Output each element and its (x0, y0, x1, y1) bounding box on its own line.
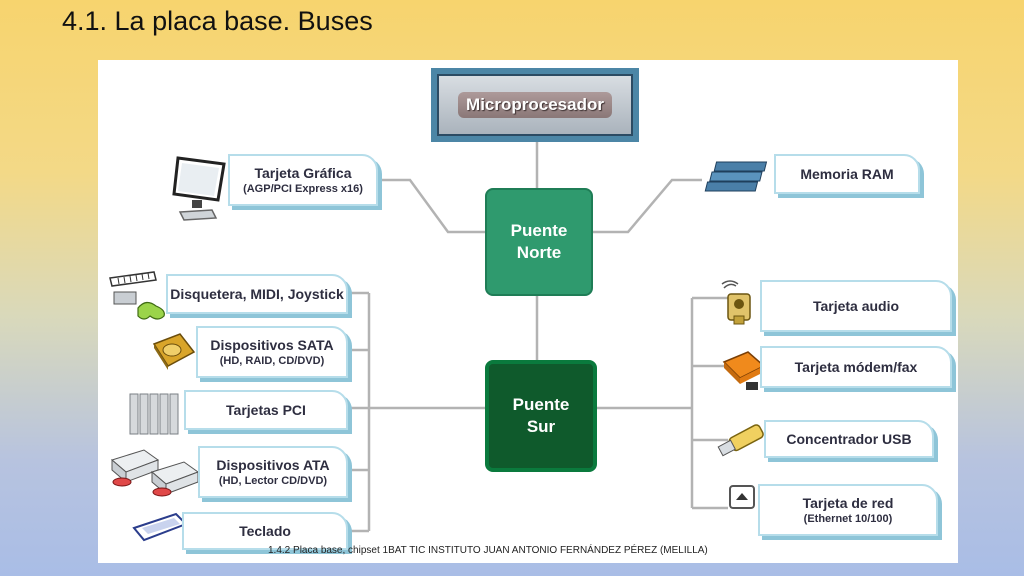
slide-footer: 1.4.2 Placa base, chipset 1BAT TIC INSTI… (268, 545, 708, 556)
south-bridge-line2: Sur (526, 417, 556, 436)
graphics-card-box: Tarjeta Gráfica (AGP/PCI Express x16) (228, 154, 378, 206)
usb-drive-icon (717, 424, 764, 457)
right-device-box-1: Tarjeta audio (760, 280, 952, 332)
graphics-card-title: Tarjeta Gráfica (254, 164, 352, 181)
slide-title: 4.1. La placa base. Buses (62, 6, 373, 36)
ram-module-icon (704, 161, 768, 192)
left-device-5-title: Teclado (239, 522, 291, 539)
right-device-box-2: Tarjeta módem/fax (760, 346, 952, 388)
ram-title: Memoria RAM (800, 165, 894, 182)
graphics-bus-line (380, 178, 485, 234)
left-device-box-1: Disquetera, MIDI, Joystick (166, 274, 348, 314)
right-device-2-title: Tarjeta módem/fax (794, 358, 918, 375)
right-device-1-title: Tarjeta audio (812, 297, 900, 314)
left-device-2-title: Dispositivos SATA (210, 336, 334, 353)
right-device-4-title: Tarjeta de red (802, 494, 894, 511)
memory-bus-line (589, 178, 702, 234)
monitor-icon (172, 156, 226, 221)
hard-drive-icon (152, 333, 196, 370)
graphics-card-subtitle: (AGP/PCI Express x16) (243, 182, 363, 195)
cpu-block: Microprocesador (431, 68, 639, 142)
left-device-4-subtitle: (HD, Lector CD/DVD) (218, 474, 328, 487)
network-card-icon (729, 485, 755, 509)
right-device-box-3: Concentrador USB (764, 420, 934, 458)
right-device-4-subtitle: (Ethernet 10/100) (803, 512, 893, 525)
diagram-panel: Microprocesador Puente Norte Puente Sur … (98, 60, 958, 563)
left-device-2-subtitle: (HD, RAID, CD/DVD) (219, 354, 325, 367)
north-bridge-line2: Norte (516, 243, 562, 262)
north-bridge: Puente Norte (485, 188, 593, 296)
bus-connectors (350, 142, 728, 533)
right-device-box-4: Tarjeta de red (Ethernet 10/100) (758, 484, 938, 536)
left-device-box-4: Dispositivos ATA (HD, Lector CD/DVD) (198, 446, 348, 498)
ram-box: Memoria RAM (774, 154, 920, 194)
keyboard-icon (132, 512, 188, 542)
left-device-box-3: Tarjetas PCI (184, 390, 348, 430)
pci-cards-icon (129, 393, 179, 435)
left-device-box-5: Teclado (182, 512, 348, 550)
left-device-1-title: Disquetera, MIDI, Joystick (170, 285, 344, 302)
cpu-label: Microprocesador (458, 92, 612, 118)
south-bridge-line1: Puente (512, 395, 570, 414)
north-bridge-line1: Puente (510, 221, 568, 240)
right-device-3-title: Concentrador USB (786, 430, 912, 447)
south-bridge: Puente Sur (485, 360, 597, 472)
keyboard-joystick-icon (109, 271, 165, 320)
speaker-icon (721, 280, 751, 325)
left-device-4-title: Dispositivos ATA (216, 456, 330, 473)
left-device-3-title: Tarjetas PCI (226, 401, 306, 418)
cd-drives-icon (110, 449, 200, 497)
left-device-box-2: Dispositivos SATA (HD, RAID, CD/DVD) (196, 326, 348, 378)
